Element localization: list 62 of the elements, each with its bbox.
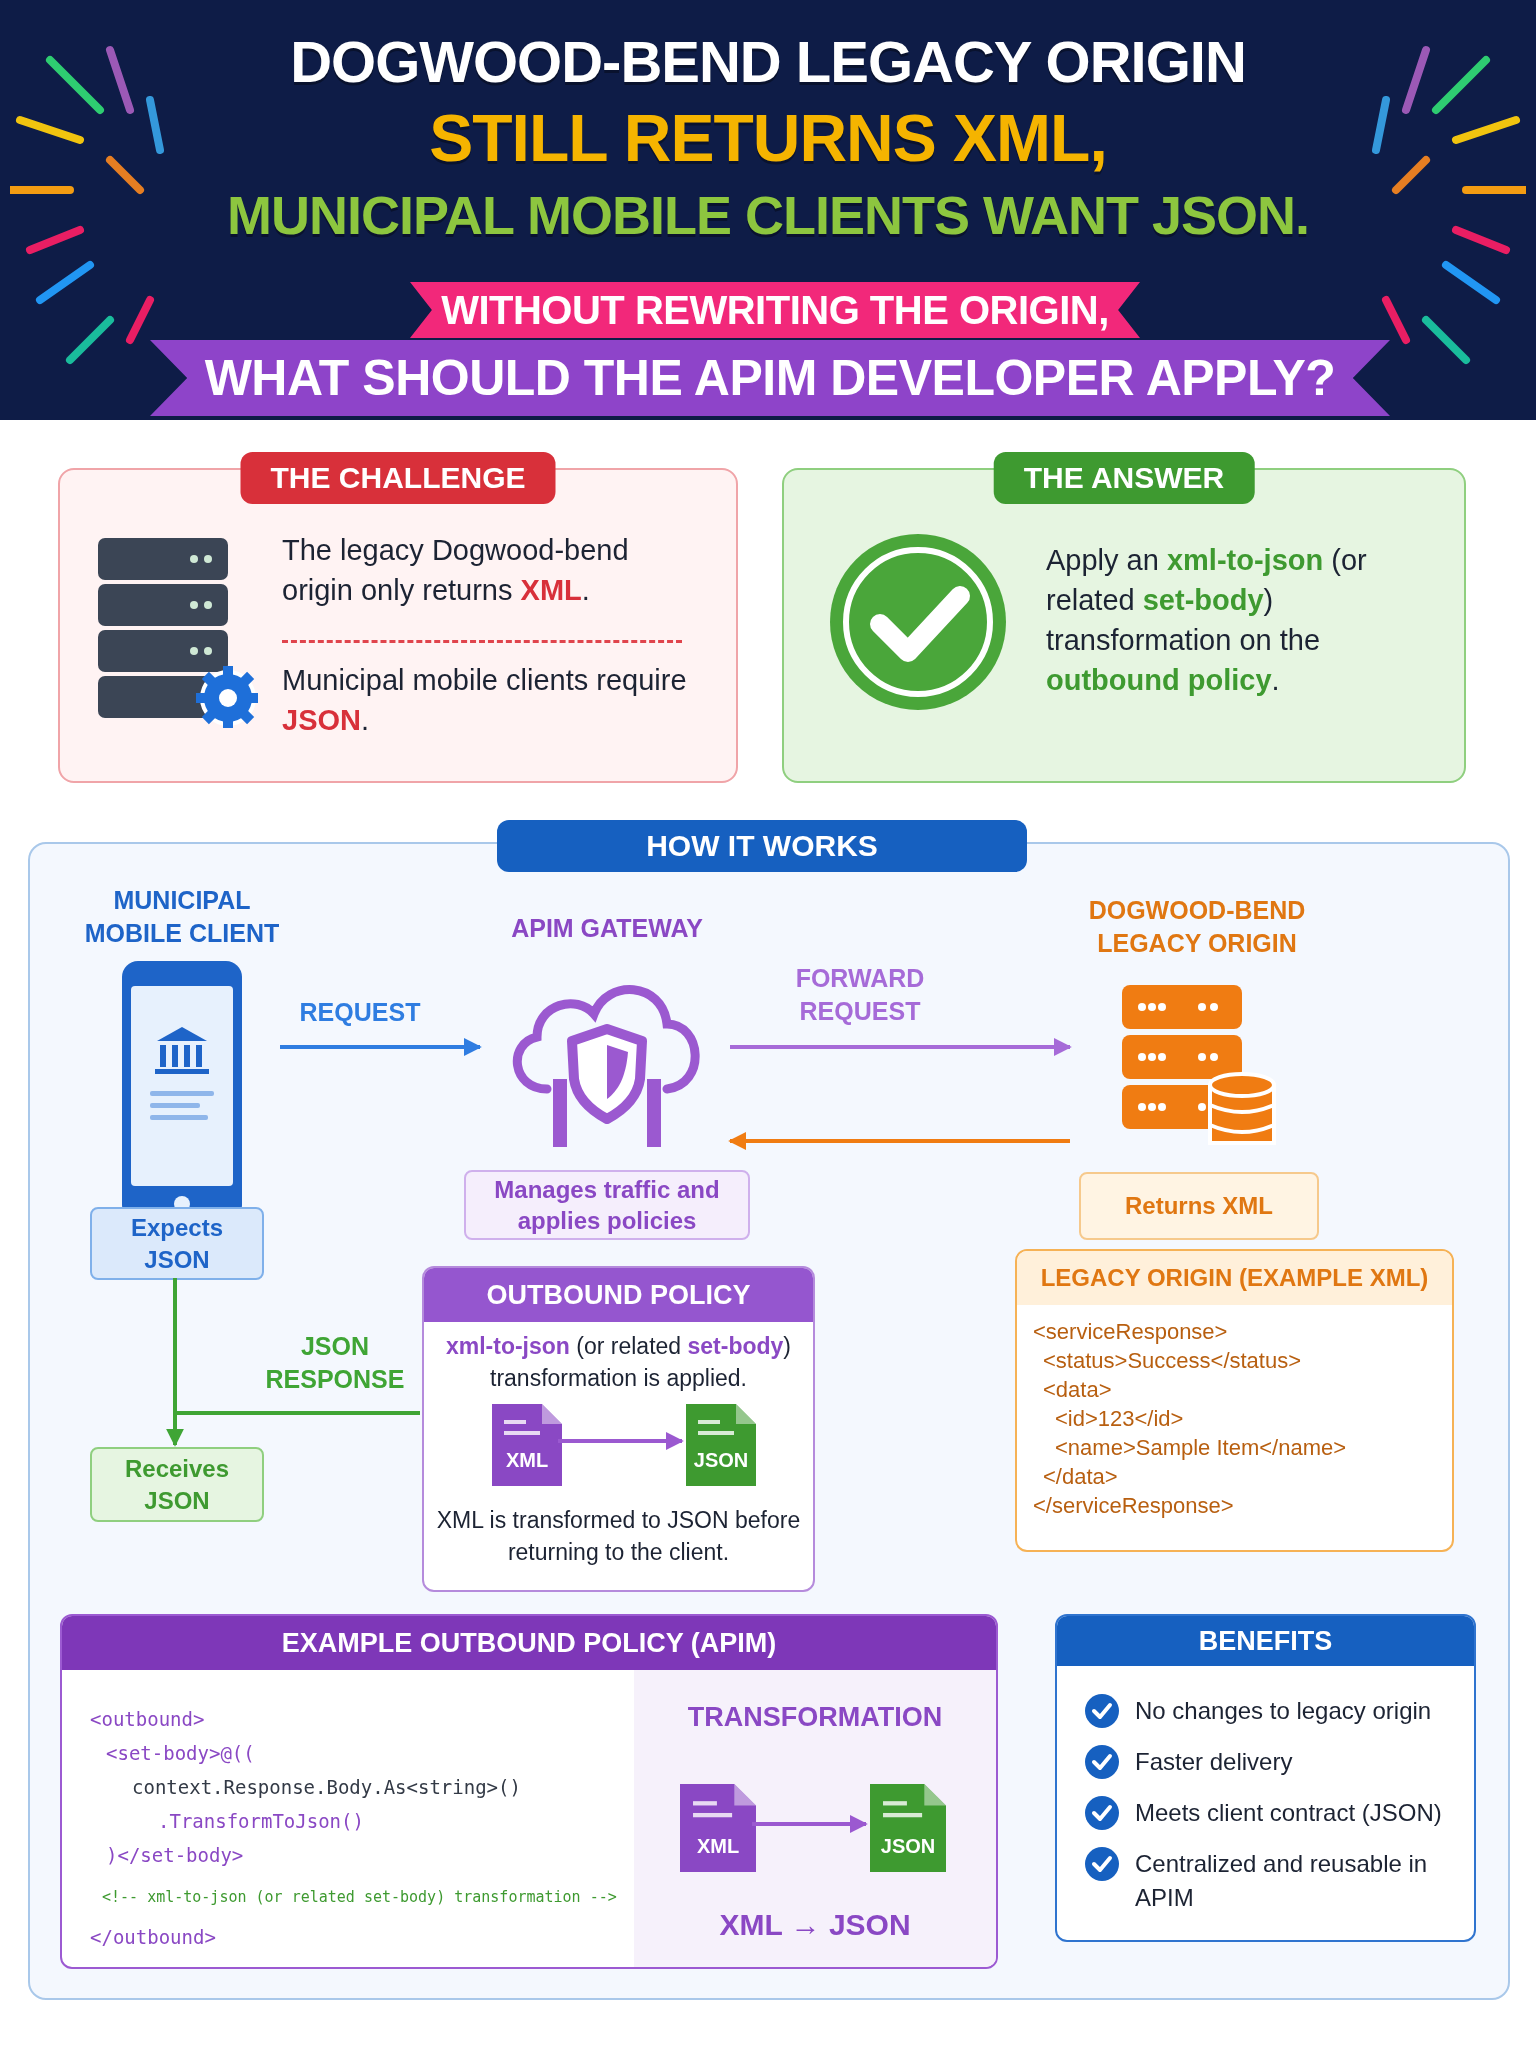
file-icon: XML: [492, 1404, 562, 1486]
policy-text: xml-to-json (or related set-body) transformation is applied.: [444, 1332, 793, 1394]
status-box: Manages traffic and applies policies: [464, 1170, 750, 1240]
code-line: context.Response.Body.As<string>(): [132, 1776, 521, 1798]
code-line: </outbound>: [90, 1926, 216, 1948]
code-line: <set-body>@((: [106, 1742, 255, 1764]
code-line: <outbound>: [90, 1708, 205, 1730]
body-text: The legacy Dogwood-bend origin only returns XML.: [282, 533, 630, 608]
title-text: MUNICIPAL MOBILE CLIENTS WANT JSON.: [226, 184, 1310, 246]
card-header: EXAMPLE OUTBOUND POLICY (APIM): [62, 1616, 996, 1670]
code-line: </data>: [1043, 1464, 1118, 1490]
code-line: <data>: [1043, 1377, 1112, 1403]
actor-heading: DOGWOOD-BEND LEGACY ORIGIN: [1087, 895, 1307, 959]
title-text: STILL RETURNS XML,: [428, 100, 1108, 176]
arrow: [730, 1038, 1072, 1056]
card-tab: THE ANSWER: [993, 452, 1255, 504]
file-icon: JSON: [870, 1784, 946, 1872]
body-text: Apply an xml-to-json (or related set-body) transformation on the outbound policy.: [1046, 543, 1368, 699]
actor-heading: APIM GATEWAY: [510, 913, 704, 944]
header-band: [0, 0, 1536, 420]
card-header: LEGACY ORIGIN (EXAMPLE XML): [1017, 1251, 1452, 1305]
code-line: <id>123</id>: [1055, 1406, 1184, 1432]
benefits-card: [1055, 1614, 1476, 1942]
code-card: [1015, 1249, 1454, 1552]
actor-heading: MUNICIPAL MOBILE CLIENT: [83, 885, 281, 949]
policy-text: XML is transformed to JSON before returning to the client.: [435, 1506, 802, 1568]
status-box: Expects JSON: [90, 1207, 264, 1280]
title-text: DOGWOOD-BEND LEGACY ORIGIN: [289, 28, 1247, 95]
ribbon-banner: WHAT SHOULD THE APIM DEVELOPER APPLY?: [150, 340, 1390, 416]
code-line: .TransformToJson(): [158, 1810, 364, 1832]
status-box: Receives JSON: [90, 1447, 264, 1522]
card-header: OUTBOUND POLICY: [424, 1268, 813, 1322]
code-line: <serviceResponse>: [1033, 1319, 1228, 1345]
status-box: Returns XML: [1079, 1172, 1319, 1240]
panel-heading: TRANSFORMATION: [686, 1702, 944, 1733]
code-line: <!-- xml-to-json (or related set-body) transformation -->: [102, 1888, 617, 1906]
arrow: [752, 1815, 868, 1833]
edge-label: JSON RESPONSE: [265, 1331, 405, 1395]
code-card: [60, 1614, 998, 1969]
code-line: )</set-body>: [106, 1844, 244, 1866]
section-tab: HOW IT WORKS: [497, 820, 1027, 872]
code-line: <name>Sample Item</name>: [1055, 1435, 1347, 1461]
file-icon: XML: [680, 1784, 756, 1872]
code-line: <status>Success</status>: [1043, 1348, 1302, 1374]
ribbon-banner: WITHOUT REWRITING THE ORIGIN,: [410, 282, 1140, 338]
conversion-text: XML → JSON: [718, 1908, 912, 1942]
arrow: [166, 1411, 420, 1447]
benefit-text: Meets client contract (JSON): [1135, 1798, 1443, 1828]
benefit-text: Centralized and reusable in APIM: [1135, 1849, 1429, 1913]
benefit-text: Faster delivery: [1135, 1747, 1294, 1777]
benefit-text: No changes to legacy origin: [1135, 1696, 1433, 1726]
arrow: [728, 1132, 1070, 1150]
card-header: BENEFITS: [1057, 1616, 1474, 1666]
edge-label: FORWARD REQUEST: [794, 963, 926, 1027]
file-icon: JSON: [686, 1404, 756, 1486]
card-tab: THE CHALLENGE: [240, 452, 556, 504]
body-text: Municipal mobile clients require JSON.: [282, 663, 688, 738]
arrow: [280, 1038, 482, 1056]
edge-label: REQUEST: [298, 997, 422, 1028]
policy-card: [422, 1266, 815, 1592]
code-line: </serviceResponse>: [1033, 1493, 1234, 1519]
arrow: [558, 1432, 684, 1450]
